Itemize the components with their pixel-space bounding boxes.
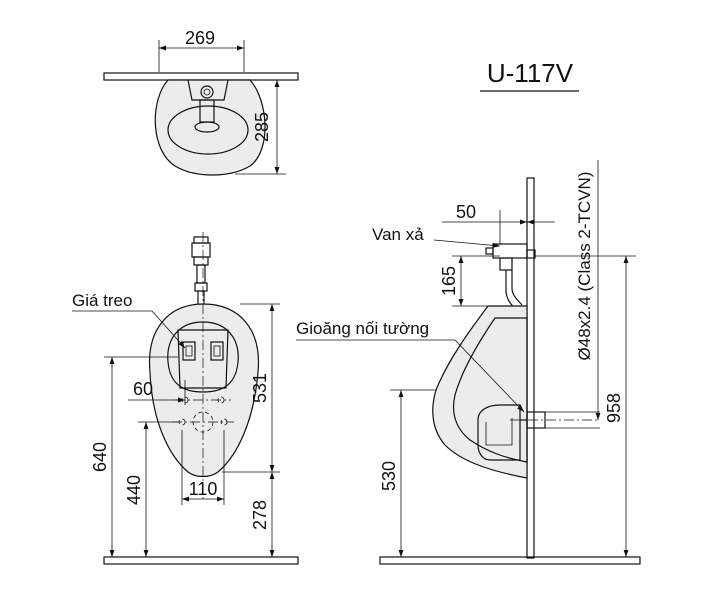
label-bracket-leader — [151, 310, 186, 349]
top-view-drain — [194, 121, 220, 133]
top-view-inlet — [200, 85, 214, 99]
side-valve-handle — [485, 247, 494, 255]
front-hanger-right-slot — [213, 345, 221, 357]
front-valve-body — [191, 242, 211, 258]
front-hanger-left — [182, 341, 196, 361]
top-view-wall — [103, 72, 299, 81]
front-valve-pipe — [196, 264, 206, 284]
dim-side-total: 958 — [604, 393, 624, 423]
top-view-bowl — [154, 79, 266, 176]
front-hanger-plate — [177, 329, 229, 389]
label-gasket: Gioăng nối tường — [296, 319, 429, 338]
front-hanger-right — [210, 341, 224, 361]
label-bracket: Giá treo — [72, 291, 132, 310]
front-valve-cap — [193, 236, 209, 244]
dim-side-valve: 165 — [439, 266, 459, 296]
top-view-inlet-inner — [203, 88, 211, 96]
front-view: Giá treo 531 278 640 440 60 110 — [72, 232, 299, 565]
top-view: 269 285 — [103, 28, 299, 176]
dim-outlet-spacing: 110 — [189, 479, 218, 499]
label-gasket-leader — [454, 339, 525, 413]
front-floor — [103, 556, 299, 565]
side-urinal-body — [432, 305, 528, 479]
dim-top-depth: 285 — [252, 112, 272, 142]
label-valve-leader — [433, 239, 501, 248]
side-outlet-sleeve — [526, 411, 546, 429]
side-valve-wall-flange — [526, 249, 536, 259]
side-trap-inner — [485, 418, 513, 446]
label-pipe-spec: Ø48x2.4 (Class 2-TCVN) — [575, 172, 594, 361]
side-urinal-inner — [452, 317, 528, 463]
front-hanger-left-slot — [185, 345, 193, 357]
dim-top-width: 269 — [185, 28, 215, 48]
model-title-text: U-117V — [487, 58, 574, 88]
side-wall — [526, 177, 535, 559]
front-valve-coupling — [194, 282, 208, 292]
dim-front-height: 531 — [250, 373, 270, 403]
model-title: U-117V — [480, 58, 579, 92]
dim-front-bottom: 440 — [124, 475, 144, 505]
dim-front-total: 640 — [90, 442, 110, 472]
dim-hole-spacing: 60 — [133, 379, 153, 399]
front-view-basin — [167, 321, 239, 393]
dim-side-height: 530 — [379, 461, 399, 491]
dim-front-gap: 278 — [250, 500, 270, 530]
side-valve-pipe — [505, 270, 517, 311]
side-view: Van xả Gioăng nối tường 50 165 530 958 Ø… — [296, 160, 641, 565]
front-valve-nut — [193, 256, 209, 266]
label-valve: Van xả — [372, 225, 424, 244]
side-trap — [477, 404, 521, 461]
front-view-bowl — [148, 303, 260, 478]
side-valve-nut — [499, 257, 513, 271]
side-valve-pipe-2 — [511, 270, 523, 306]
side-floor — [379, 556, 641, 565]
dim-side-offset: 50 — [456, 202, 476, 222]
top-view-basin — [167, 105, 249, 155]
